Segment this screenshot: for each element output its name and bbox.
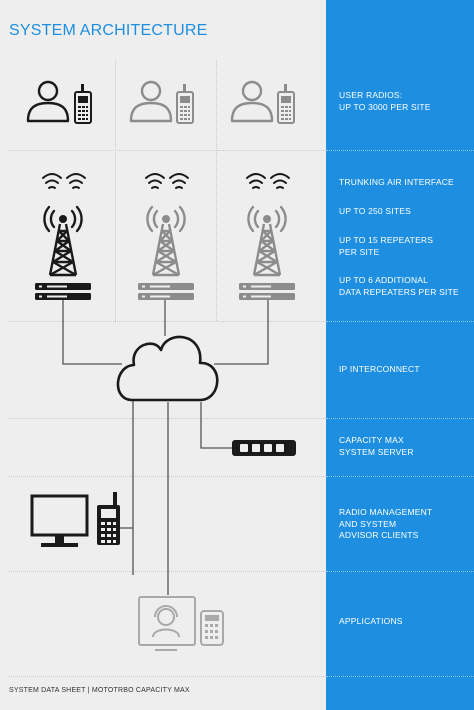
radio-icon bbox=[176, 83, 194, 124]
radio-icon bbox=[277, 83, 295, 124]
divider bbox=[216, 60, 217, 321]
label-applications: APPLICATIONS bbox=[339, 616, 403, 626]
monitor-icon bbox=[30, 494, 89, 547]
signal-waves-icon bbox=[246, 173, 290, 189]
user-icon bbox=[230, 80, 274, 123]
signal-waves-icon bbox=[42, 173, 86, 189]
footer-text: SYSTEM DATA SHEET | MOTOTRBO CAPACITY MA… bbox=[9, 687, 190, 694]
server-icon bbox=[232, 440, 296, 456]
page-title: SYSTEM ARCHITECTURE bbox=[9, 22, 208, 39]
keypad-icon bbox=[200, 610, 224, 646]
divider bbox=[9, 150, 326, 151]
label-data-repeaters: UP TO 6 ADDITIONAL DATA REPEATERS PER SI… bbox=[339, 275, 459, 297]
user-icon bbox=[129, 80, 173, 123]
tower-icon bbox=[247, 205, 287, 277]
label-trunking: TRUNKING AIR INTERFACE bbox=[339, 177, 454, 187]
label-ip-interconnect: IP INTERCONNECT bbox=[339, 364, 420, 374]
legend-panel bbox=[326, 0, 474, 710]
label-clients: RADIO MANAGEMENT AND SYSTEM ADVISOR CLIE… bbox=[339, 507, 433, 540]
cloud-icon bbox=[116, 335, 219, 402]
divider bbox=[326, 571, 474, 572]
radio-icon bbox=[74, 83, 92, 124]
label-repeaters: UP TO 15 REPEATERS PER SITE bbox=[339, 235, 434, 257]
divider bbox=[326, 321, 474, 322]
label-sites: UP TO 250 SITES bbox=[339, 206, 411, 216]
divider bbox=[115, 60, 116, 321]
radio-icon bbox=[97, 492, 120, 545]
divider bbox=[9, 676, 326, 677]
divider bbox=[9, 321, 326, 322]
tower-icon bbox=[146, 205, 186, 277]
label-system-server: CAPACITY MAX SYSTEM SERVER bbox=[339, 435, 414, 457]
divider bbox=[326, 150, 474, 151]
repeater-icon bbox=[35, 283, 91, 300]
signal-waves-icon bbox=[145, 173, 189, 189]
tower-icon bbox=[43, 205, 83, 277]
user-icon bbox=[26, 80, 70, 123]
divider bbox=[326, 676, 474, 677]
dispatcher-icon bbox=[138, 596, 196, 651]
divider bbox=[326, 418, 474, 419]
divider bbox=[326, 476, 474, 477]
label-user-radios: USER RADIOS: UP TO 3000 PER SITE bbox=[339, 90, 431, 112]
repeater-icon bbox=[138, 283, 194, 300]
repeater-icon bbox=[239, 283, 295, 300]
